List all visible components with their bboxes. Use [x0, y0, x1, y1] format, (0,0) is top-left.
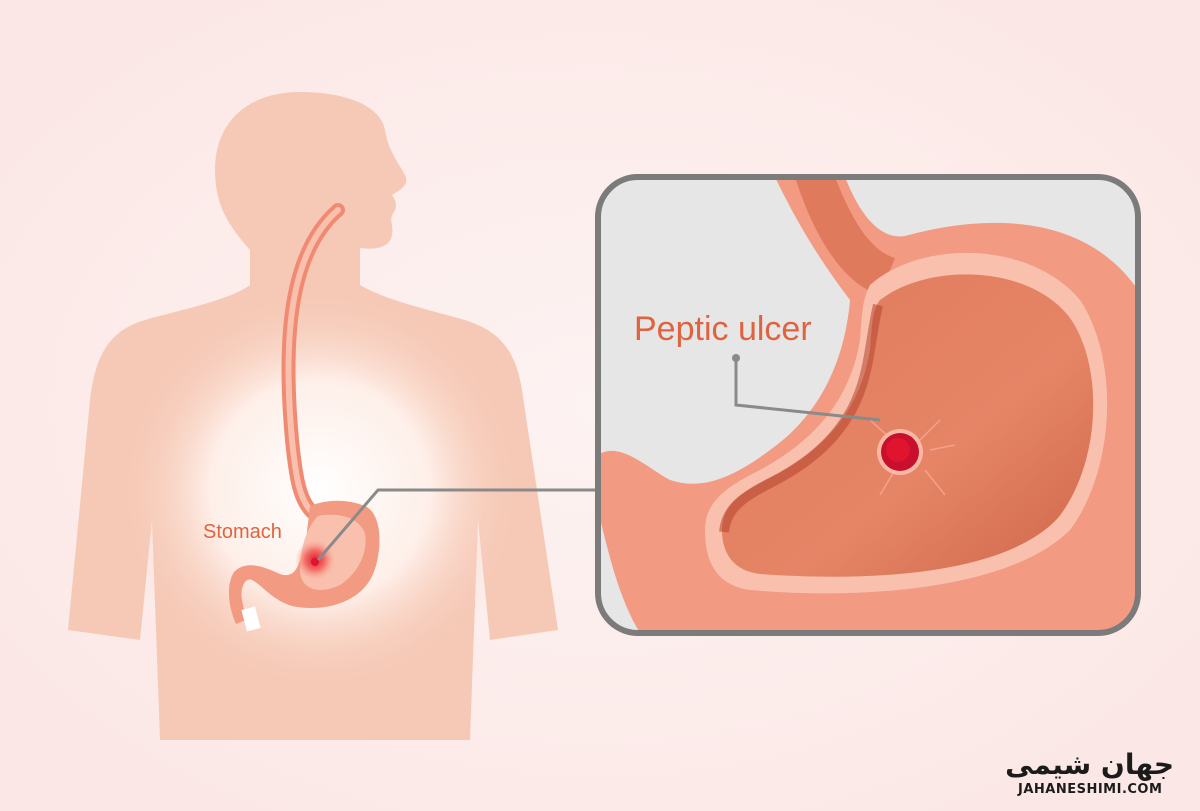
brand-logo: جهان شیمی JAHANESHIMI.COM: [1005, 748, 1178, 802]
body-silhouette: [68, 92, 558, 740]
logo-latin-text: JAHANESHIMI.COM: [1018, 782, 1163, 797]
connector-line: [316, 488, 598, 561]
peptic-ulcer-label: Peptic ulcer: [634, 310, 812, 348]
ulcer-pointer-line: [734, 358, 881, 422]
logo-arabic-text: جهان شیمی: [1005, 748, 1174, 781]
stomach-label: Stomach: [203, 521, 282, 543]
peptic-ulcer-spot: [869, 419, 956, 496]
zoom-frame: [595, 174, 1141, 636]
